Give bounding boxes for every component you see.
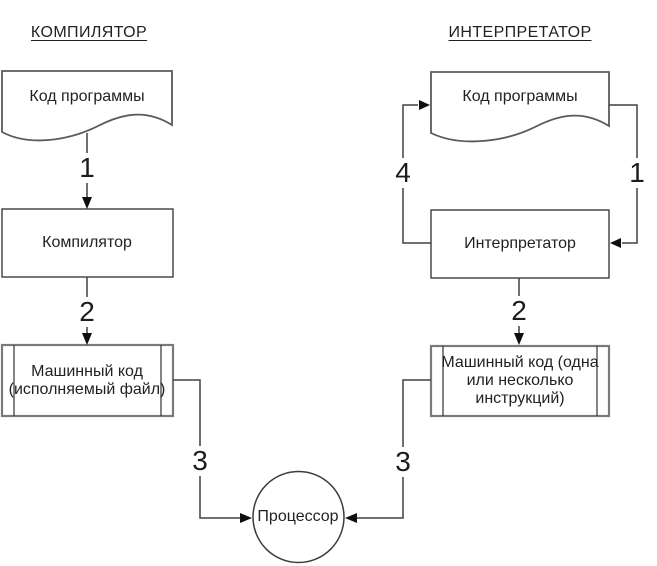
step-label-left-3: 3	[188, 446, 212, 476]
arrowhead-right-step1	[610, 238, 621, 248]
left-source-label: Код программы	[29, 88, 145, 105]
interpreter-label: Интерпретатор	[464, 235, 576, 252]
arrowhead-right-step3	[345, 513, 357, 523]
step-label-right-1: 1	[625, 158, 649, 188]
compiler-column-title: КОМПИЛЯТОР	[30, 24, 148, 41]
right-machine-code-label-line1: Машинный код (одна	[441, 354, 599, 371]
arrowhead-left-step1	[82, 197, 92, 209]
step-label-left-2: 2	[75, 297, 99, 327]
compiler-box	[1, 208, 174, 278]
left-machine-code-label: Машинный код (исполняемый файл)	[9, 363, 166, 399]
step-label-left-1: 1	[75, 153, 99, 183]
step-label-right-4: 4	[391, 158, 415, 188]
processor-label: Процессор	[257, 508, 339, 525]
right-machine-code-label: Машинный код (одна или несколько инструк…	[441, 354, 598, 408]
compiler-label: Компилятор	[42, 234, 132, 251]
right-machine-code-label-line3: инструкций)	[475, 390, 565, 407]
right-source-label: Код программы	[462, 88, 578, 105]
processor-circle	[252, 470, 345, 564]
right-machine-code-box	[429, 344, 611, 418]
step-label-right-3: 3	[391, 447, 415, 477]
interpreter-box	[430, 209, 610, 279]
left-source-document-shape	[1, 70, 173, 142]
right-machine-code-label-line2: или несколько	[466, 372, 574, 389]
arrowhead-left-step3	[240, 513, 252, 523]
left-machine-code-label-line2: (исполняемый файл)	[8, 381, 166, 398]
arrowhead-right-step2	[514, 333, 524, 345]
right-source-document-shape	[430, 71, 610, 143]
step-label-right-2: 2	[507, 296, 531, 326]
interpreter-column-title: ИНТЕРПРЕТАТОР	[448, 24, 592, 41]
arrowhead-left-step2	[82, 333, 92, 345]
arrowhead-right-step4	[419, 100, 430, 110]
left-machine-code-label-line1: Машинный код	[31, 363, 143, 380]
